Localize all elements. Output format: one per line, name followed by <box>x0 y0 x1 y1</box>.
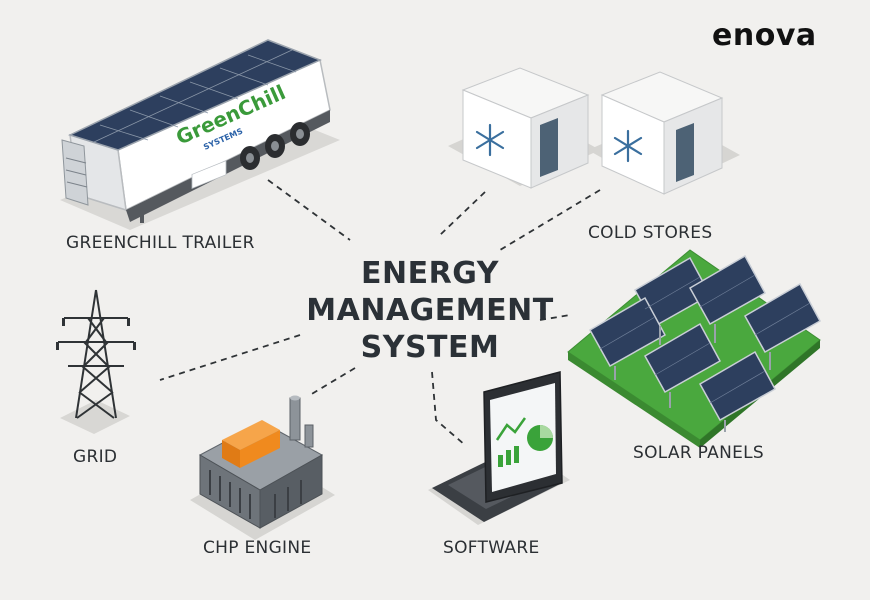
enova-logo: enova <box>712 18 817 53</box>
center-title: ENERGY MANAGEMENT SYSTEM <box>300 255 560 366</box>
solar-panels-illustration <box>567 249 822 448</box>
snowflake-icon <box>613 129 643 163</box>
connector-trailer <box>267 179 351 241</box>
chp-engine-illustration <box>190 395 335 540</box>
cold-stores-illustration <box>448 67 740 195</box>
center-title-line: MANAGEMENT <box>306 293 554 328</box>
label-greenchill-trailer: GREENCHILL TRAILER <box>66 233 255 253</box>
connector-chp <box>309 367 356 396</box>
center-title-line: SYSTEM <box>360 330 500 365</box>
engine-orange-tank <box>222 420 280 468</box>
software-laptop-illustration <box>428 371 570 525</box>
connector-software <box>431 371 466 446</box>
label-solar-panels: SOLAR PANELS <box>633 443 764 463</box>
greenchill-trailer-illustration: GreenChill SYSTEMS <box>60 39 340 230</box>
connector-cold-store-1 <box>439 191 486 236</box>
center-title-line: ENERGY <box>361 256 499 291</box>
connector-solar <box>539 314 571 321</box>
connector-grid <box>159 334 301 381</box>
label-software: SOFTWARE <box>443 538 540 558</box>
label-grid: GRID <box>73 447 118 467</box>
snowflake-icon <box>475 123 505 157</box>
screen-chart-line <box>495 417 527 441</box>
label-chp-engine: CHP ENGINE <box>203 538 312 558</box>
connectors <box>159 179 601 446</box>
connector-cold-store-2 <box>499 189 601 251</box>
grid-pylon-illustration <box>56 289 136 434</box>
label-cold-stores: COLD STORES <box>588 223 713 243</box>
